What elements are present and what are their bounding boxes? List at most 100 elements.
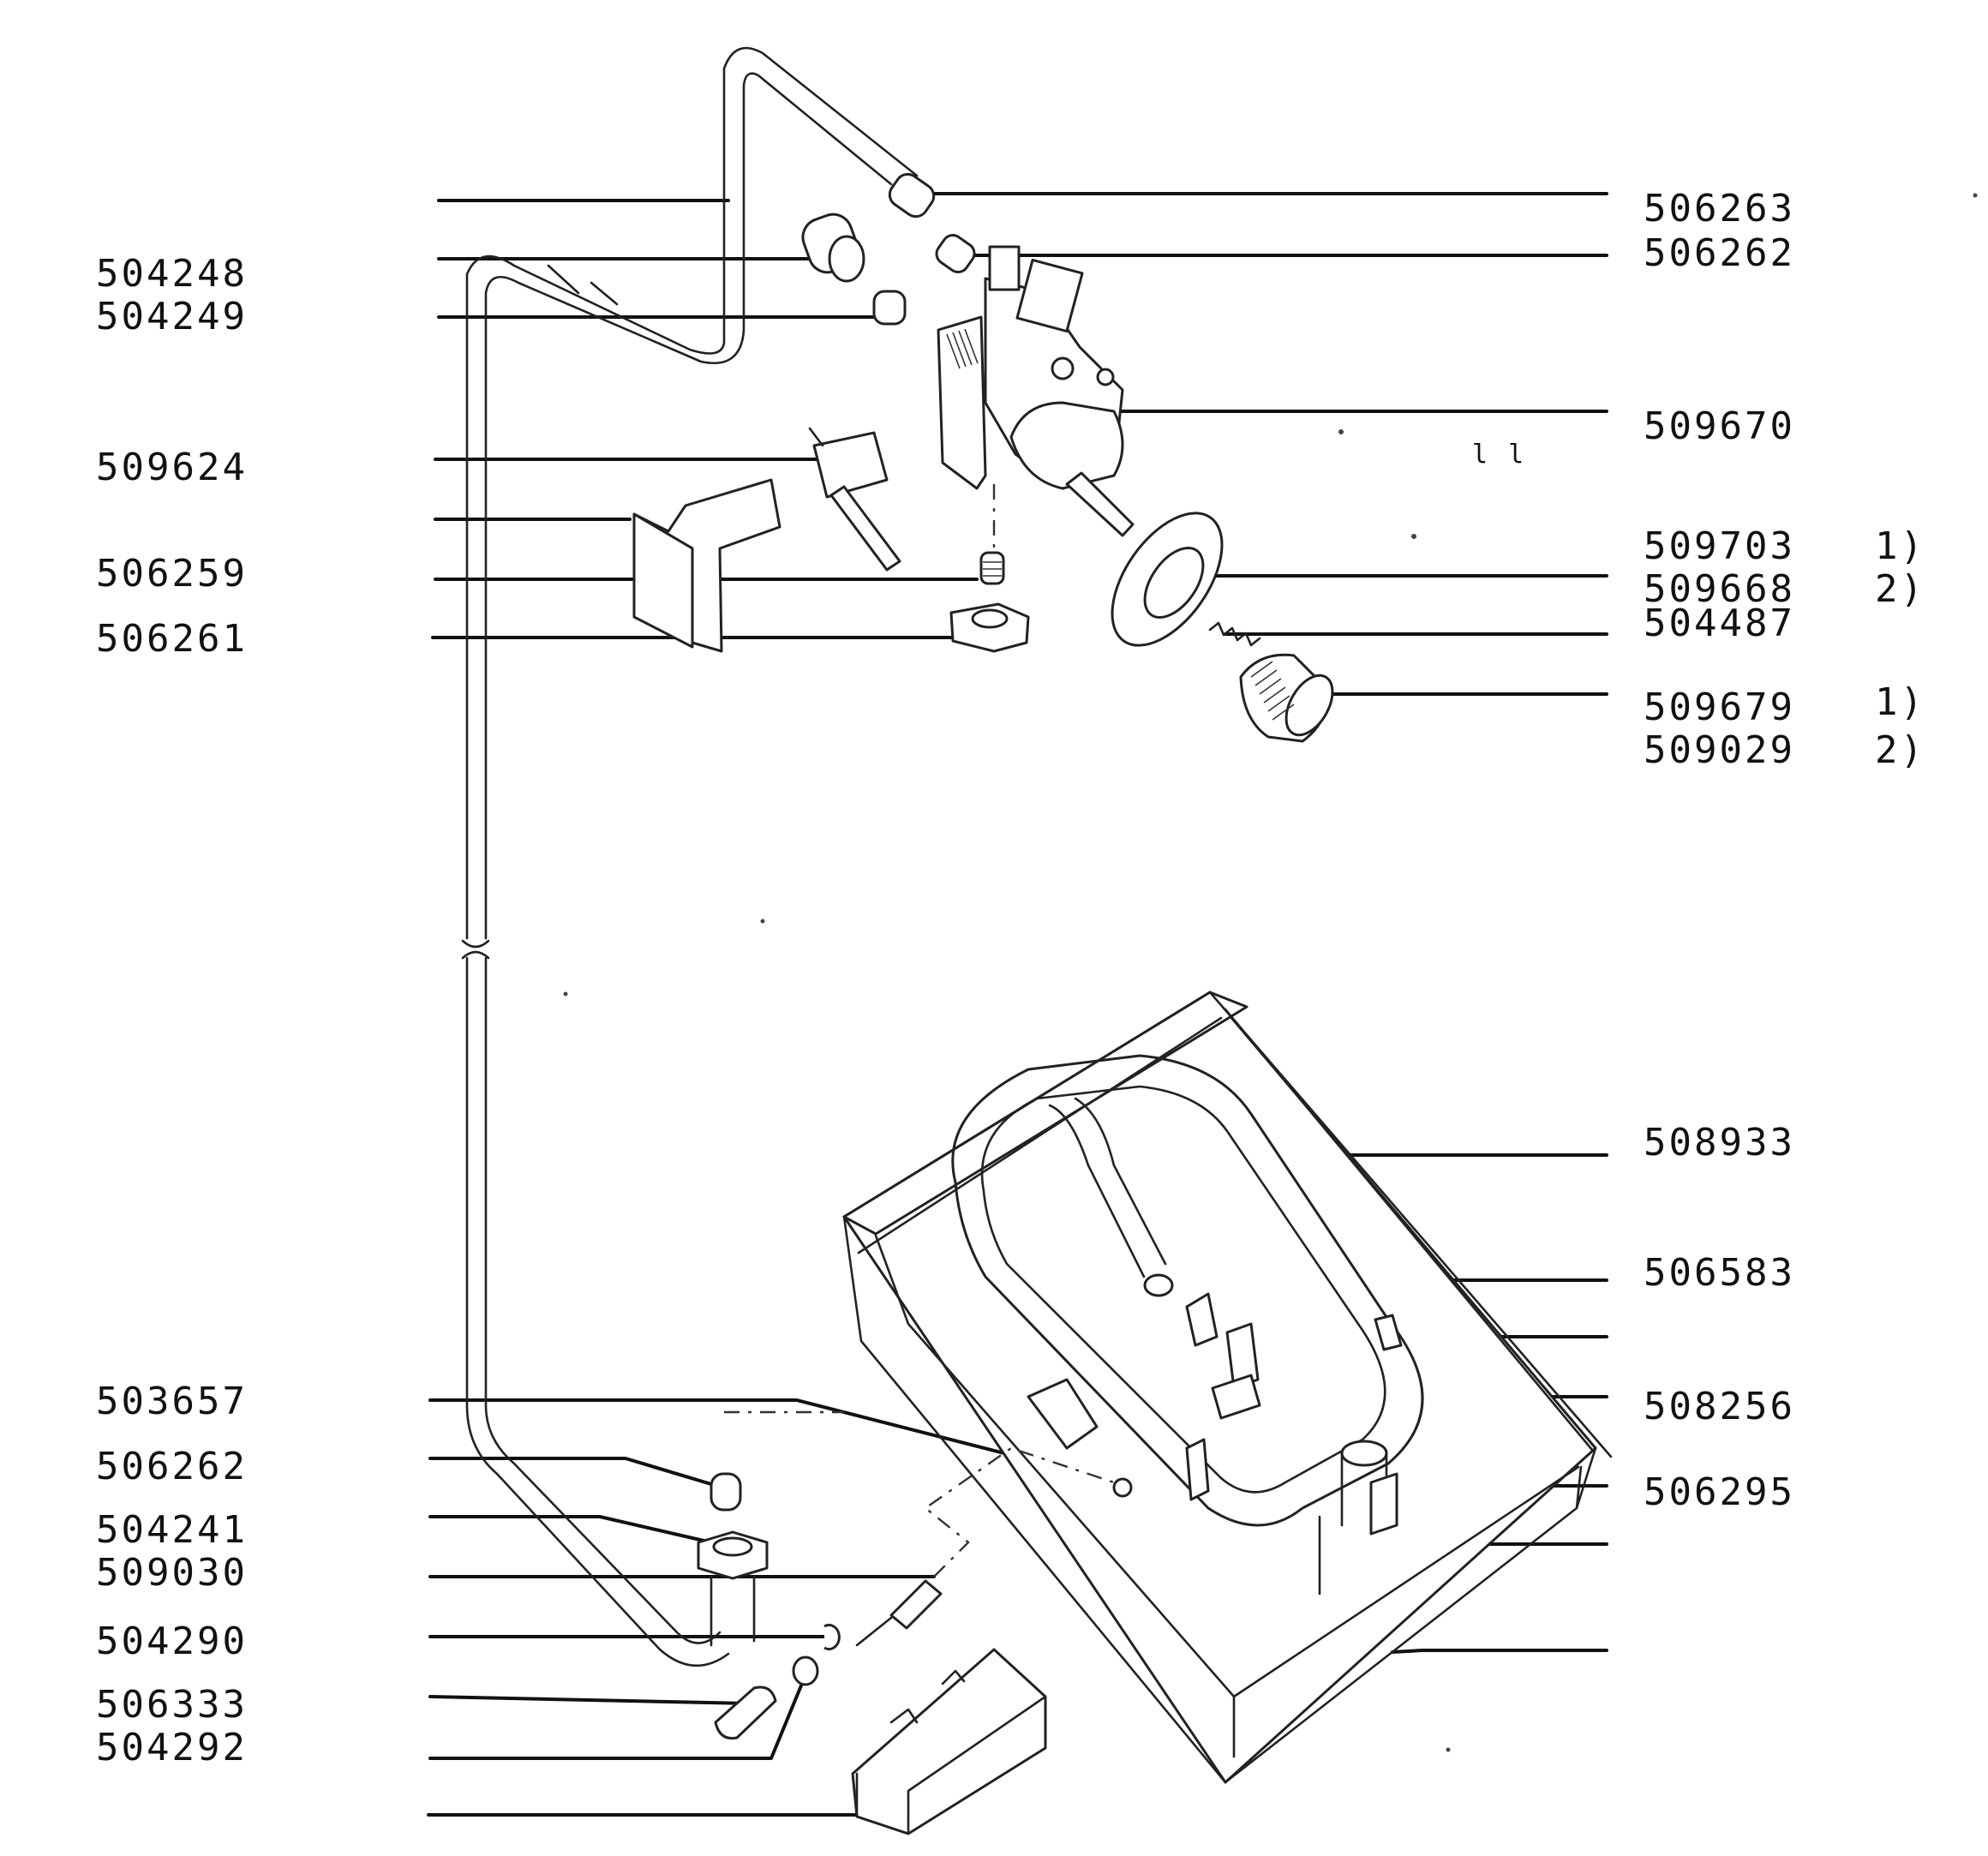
pipe-break-mark-a xyxy=(547,264,580,295)
microswitch-rod xyxy=(829,485,901,572)
speck-3 xyxy=(563,991,568,997)
valve-screw xyxy=(1051,356,1075,380)
tray-screw-503657 xyxy=(1112,1477,1133,1498)
label-504248: 504248 xyxy=(96,252,248,296)
valve-top-block xyxy=(1015,258,1084,333)
note-509679: 1) xyxy=(1875,680,1925,724)
ring-504290 xyxy=(823,1624,841,1650)
speck-5 xyxy=(1973,193,1978,198)
burner-tray-assembly xyxy=(842,991,1613,1784)
gas-pipe-outline-outer xyxy=(465,46,919,940)
burner-bracket-right xyxy=(1369,1472,1398,1536)
valve-screw-2 xyxy=(1096,368,1115,386)
note-509029: 2) xyxy=(1875,728,1925,772)
leader-504241 xyxy=(428,1515,713,1544)
thermo-holder xyxy=(1225,1322,1260,1390)
leader-unlabeled-tray xyxy=(1391,1649,1608,1654)
label-506262: 506262 xyxy=(1644,231,1795,275)
valve-tab xyxy=(988,245,1021,291)
label-509679: 509679 xyxy=(1644,686,1795,729)
label-504241: 504241 xyxy=(96,1508,248,1552)
tray-inner-wall xyxy=(874,1234,1580,1698)
valve-thread-hatch xyxy=(946,328,979,369)
label-509624: 509624 xyxy=(96,446,248,489)
valve-cylinder xyxy=(1009,401,1124,490)
screw-506259-thread xyxy=(983,561,1002,577)
pilot-injector-tip xyxy=(855,1616,893,1647)
stray-mark: l l xyxy=(1472,440,1526,470)
fitting-506263 xyxy=(888,172,936,219)
label-506333: 506333 xyxy=(96,1683,248,1727)
control-knob-parts xyxy=(1111,512,1334,743)
fitting-504248-face xyxy=(828,235,865,283)
label-504292: 504292 xyxy=(96,1726,248,1769)
burner-feed-opening xyxy=(1143,1273,1174,1297)
nut-504241-hole xyxy=(712,1536,753,1557)
label-503657: 503657 xyxy=(96,1380,248,1423)
label-508933: 508933 xyxy=(1644,1121,1795,1164)
knob-plate-inner xyxy=(1143,546,1205,620)
label-509670: 509670 xyxy=(1644,404,1795,448)
pipe-break-gap xyxy=(461,939,490,960)
label-509030: 509030 xyxy=(96,1551,248,1595)
label-509668: 509668 xyxy=(1644,567,1795,611)
speck-1 xyxy=(1338,429,1344,434)
bracket-506583 xyxy=(1185,1292,1219,1347)
tray-tab-left xyxy=(1027,1378,1099,1450)
injector-508256 xyxy=(1211,1374,1261,1420)
tray-rim-line-3 xyxy=(1224,1008,1594,1452)
pipe-stub-lower xyxy=(710,1575,756,1647)
label-509703: 509703 xyxy=(1644,524,1795,568)
fitting-506262-upper xyxy=(935,233,976,274)
gas-pipe-lower-inner xyxy=(484,956,722,1644)
left-labels: 504248 504249 509624 506259 506261 50365… xyxy=(96,252,248,1769)
leader-506262-lower xyxy=(428,1457,722,1488)
tray-top-rim xyxy=(842,991,1248,1236)
pipe-break-mark-b xyxy=(590,281,619,306)
leader-unlabeled-clip xyxy=(427,1813,897,1827)
burner-stub-top xyxy=(1340,1440,1388,1467)
mounting-clip-tab-2 xyxy=(941,1669,966,1685)
tray-floor-line-2 xyxy=(1575,1465,1583,1510)
label-504487: 504487 xyxy=(1644,602,1795,645)
speck-2 xyxy=(1411,534,1416,539)
nut-506261-hole xyxy=(971,608,1009,629)
label-504290: 504290 xyxy=(96,1620,248,1663)
label-504249: 504249 xyxy=(96,295,248,338)
label-506295: 506295 xyxy=(1644,1470,1795,1514)
gas-pipe xyxy=(461,46,919,1667)
washer-504292 xyxy=(792,1655,819,1686)
leader-506333 xyxy=(428,1695,751,1705)
label-506261: 506261 xyxy=(96,617,248,661)
spring-504487 xyxy=(1208,621,1261,647)
label-506262-lower: 506262 xyxy=(96,1445,248,1488)
valve-stem xyxy=(1065,471,1135,537)
knob-grip-hatch xyxy=(1250,661,1295,721)
nipple-504249 xyxy=(872,290,907,326)
print-specks xyxy=(563,193,1978,1752)
microswitch-body xyxy=(812,431,889,499)
speck-4 xyxy=(760,919,765,924)
burner-tube-508933-inner xyxy=(980,1085,1386,1494)
label-506263: 506263 xyxy=(1644,187,1795,231)
fitting-506262-lower xyxy=(710,1472,742,1512)
gas-pipe-lower-outer xyxy=(465,956,730,1667)
burner-tube-508933-outer xyxy=(951,1054,1424,1527)
burner-clip-right xyxy=(1374,1314,1403,1351)
leader-504292 xyxy=(428,1673,807,1760)
note-509703: 1) xyxy=(1875,524,1925,568)
tray-rim-line-1 xyxy=(857,1016,1223,1254)
screw-506259 xyxy=(979,551,1005,585)
spark-electrode-506295 xyxy=(1185,1438,1210,1501)
pilot-injector-509030 xyxy=(889,1579,943,1630)
valve-bracket-plate xyxy=(937,315,987,490)
switch-bracket-side xyxy=(632,512,694,649)
mounting-clip-fold xyxy=(855,1695,1047,1835)
label-508256: 508256 xyxy=(1644,1385,1795,1428)
label-506259: 506259 xyxy=(96,552,248,596)
label-509029: 509029 xyxy=(1644,728,1795,772)
microswitch-lever xyxy=(808,427,824,447)
label-506583: 506583 xyxy=(1644,1251,1795,1295)
tray-front-edge xyxy=(842,1215,1227,1784)
